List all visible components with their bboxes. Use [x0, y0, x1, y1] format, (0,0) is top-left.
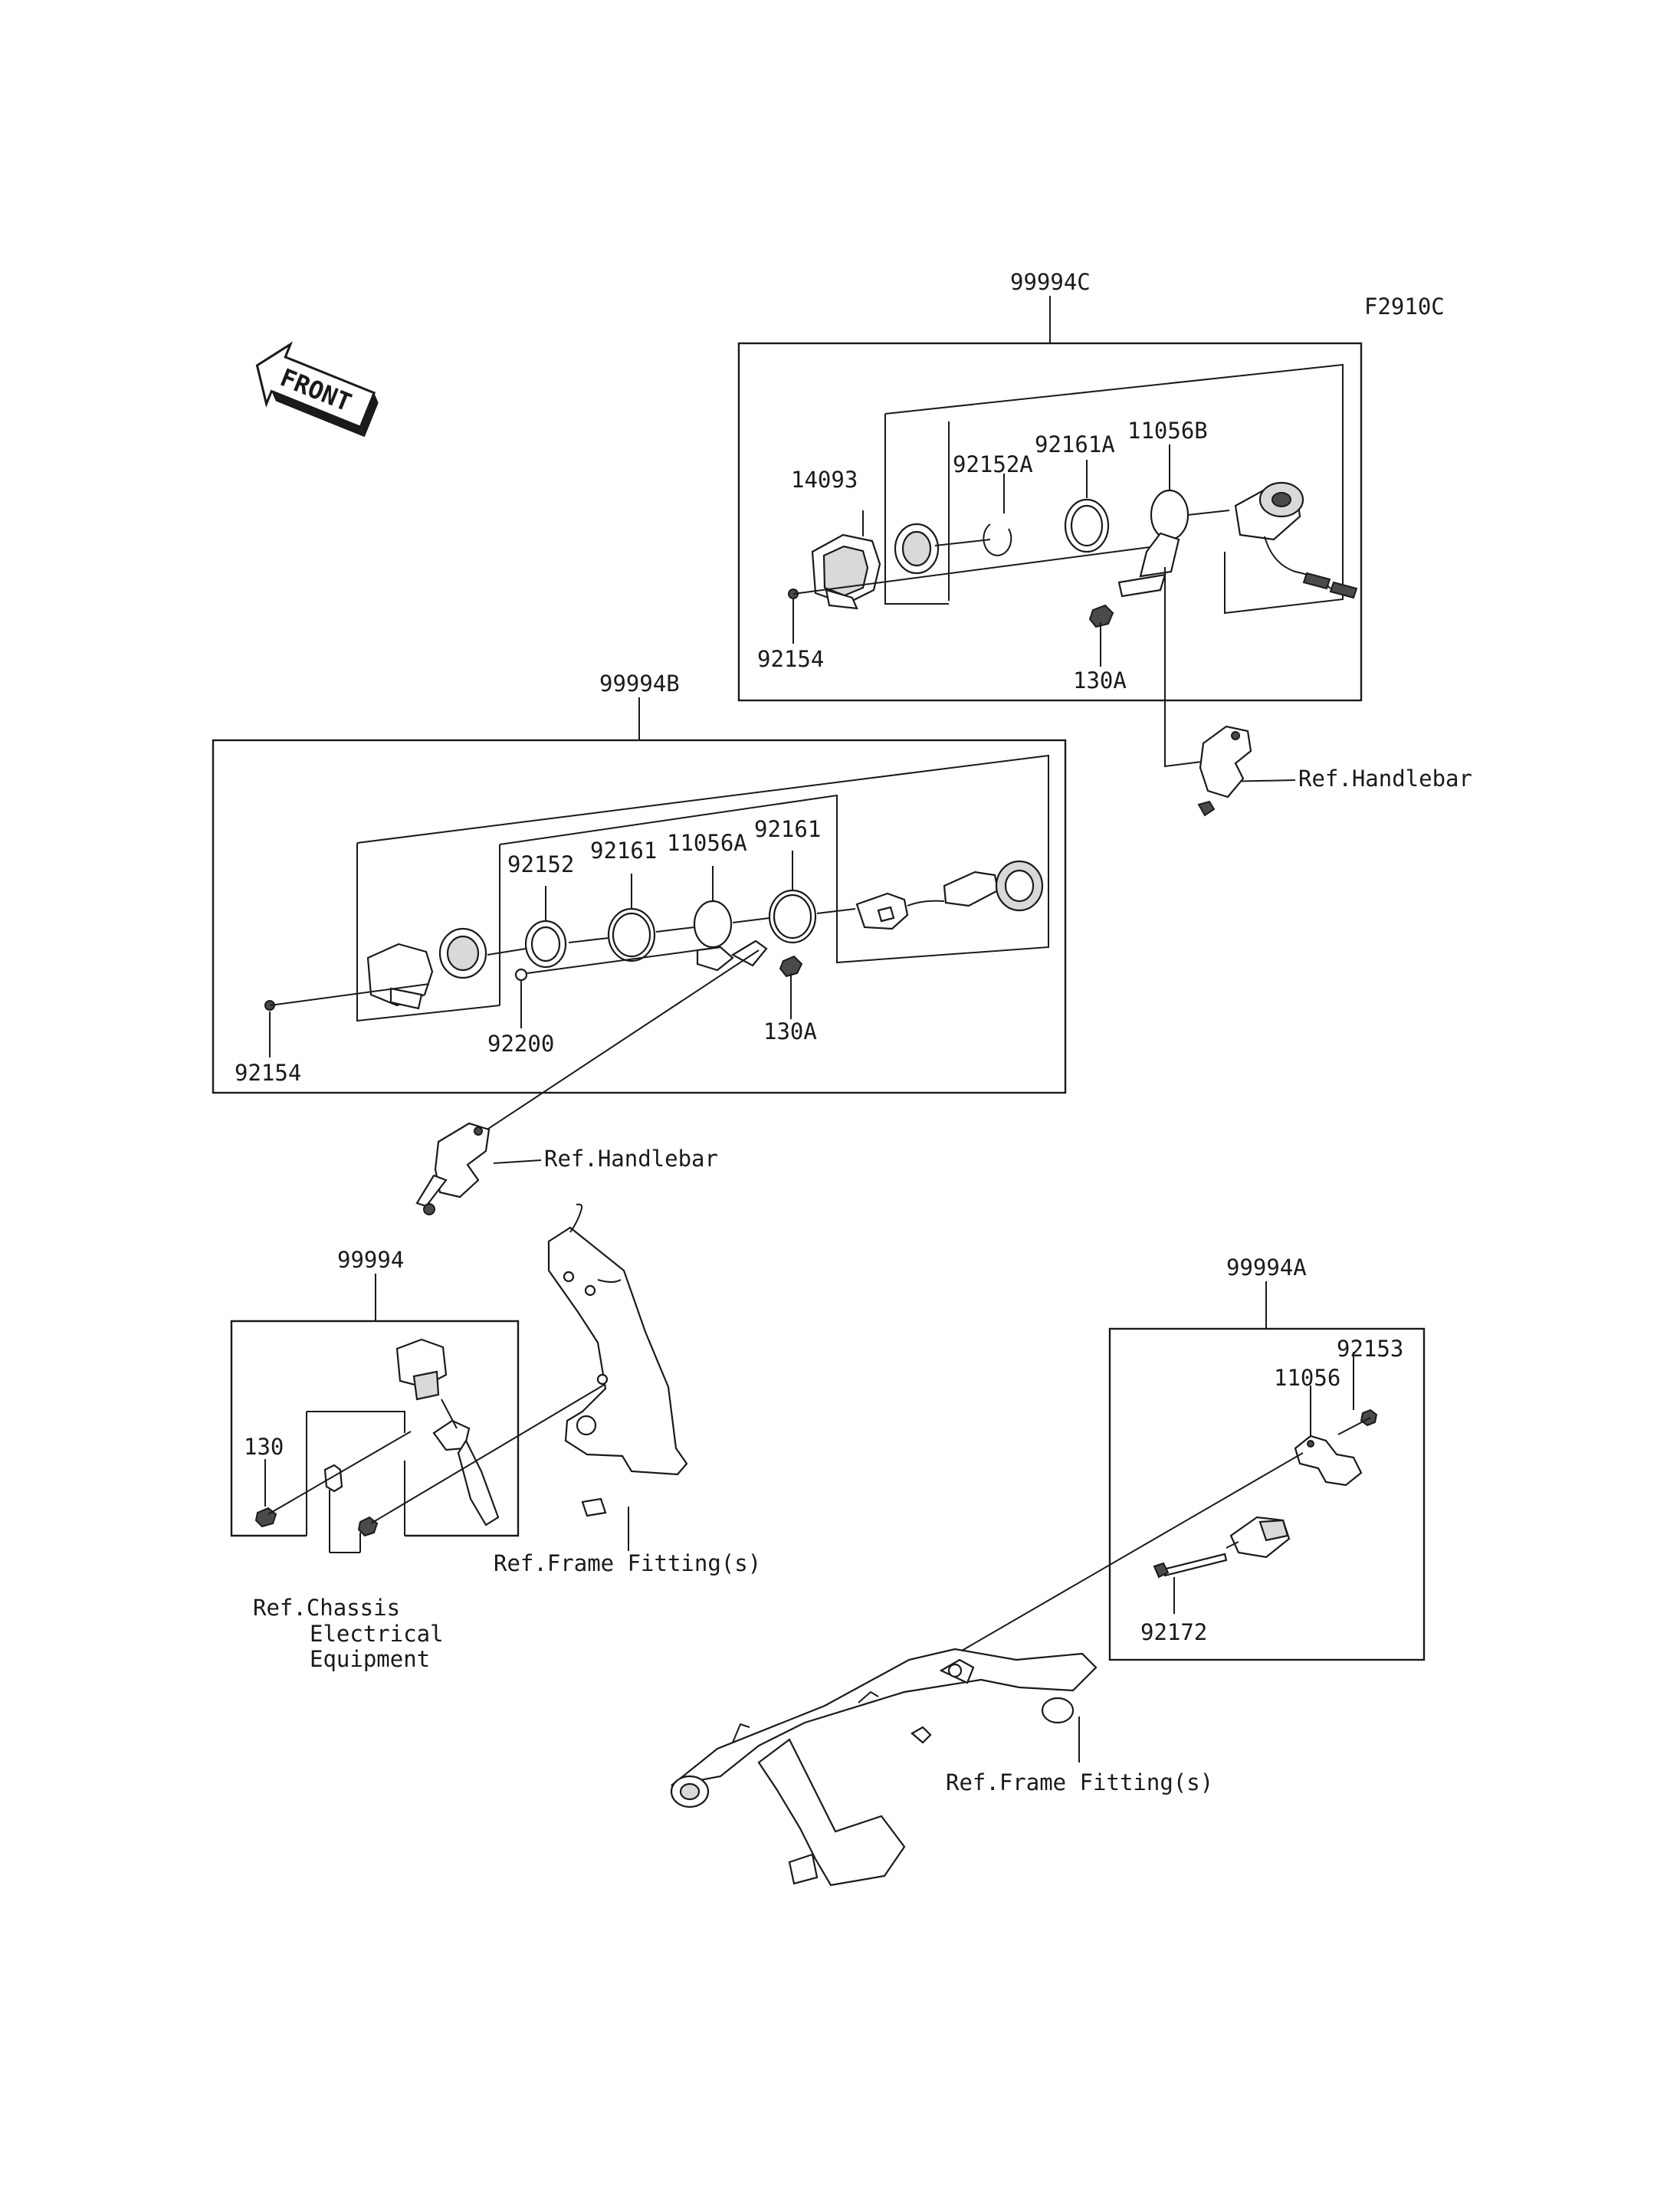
- part-label-11056a: 11056A: [667, 830, 747, 856]
- bracket-11056a: [693, 900, 768, 972]
- group-99994b: 99994B: [212, 671, 1067, 1215]
- frame-fitting-bracket-left: [547, 1203, 688, 1517]
- handlebar-clamp-mid: [415, 1122, 491, 1215]
- group-label-99994a: 99994A: [1226, 1254, 1307, 1280]
- ref-chassis-line2: Electrical: [310, 1621, 444, 1647]
- front-arrow-icon: FRONT: [255, 341, 379, 438]
- ref-frame-fitting-right: Ref.Frame Fitting(s): [946, 1769, 1213, 1795]
- part-label-92161-b: 92161: [754, 816, 821, 842]
- ref-handlebar-mid: Ref.Handlebar: [544, 1146, 718, 1172]
- part-label-92172: 92172: [1140, 1619, 1207, 1645]
- part-label-92161-a: 92161: [590, 838, 657, 864]
- o-ring-92161-b: [768, 889, 817, 944]
- clip-99994: [323, 1464, 343, 1493]
- handlebar-clamp-top: [1197, 725, 1252, 817]
- socket-b: [907, 860, 1044, 912]
- connector-99994a: [1229, 1516, 1291, 1559]
- group-box-99994b: [212, 739, 1067, 1094]
- connector-99994: [395, 1338, 500, 1526]
- part-label-11056: 11056: [1274, 1365, 1340, 1391]
- bolt-99994: [357, 1516, 379, 1537]
- part-label-92153: 92153: [1337, 1336, 1403, 1362]
- part-label-92200: 92200: [487, 1031, 554, 1057]
- frame-fitting-tube-right: [670, 1648, 1098, 1887]
- part-label-11056b: 11056B: [1127, 418, 1208, 444]
- washer-92200: [514, 968, 528, 982]
- socket-assembly: [1234, 481, 1358, 599]
- part-label-92152a: 92152A: [953, 451, 1033, 477]
- ref-handlebar-top: Ref.Handlebar: [1298, 766, 1472, 792]
- group-99994: 99994 130: [230, 1203, 761, 1672]
- o-ring-92161-a: [607, 907, 656, 962]
- group-99994a: 99994A 92153 11056 92172: [670, 1254, 1426, 1887]
- ref-chassis-line3: Equipment: [310, 1646, 430, 1672]
- ring-left-b: [438, 927, 487, 979]
- circlip-92152a: [983, 523, 1012, 556]
- part-label-92154-top: 92154: [757, 646, 824, 672]
- bracket-11056b: [1117, 489, 1189, 598]
- bolt-130a-top: [1088, 604, 1114, 628]
- group-99994c: 99994C: [737, 269, 1472, 817]
- ref-frame-fitting-left: Ref.Frame Fitting(s): [494, 1550, 761, 1576]
- group-label-99994: 99994: [337, 1247, 404, 1273]
- group-box-99994a: [1108, 1327, 1426, 1661]
- bolt-130a-mid: [779, 955, 803, 978]
- switch-housing-14093: [811, 533, 881, 610]
- group-box-99994: [230, 1320, 520, 1537]
- part-label-92152: 92152: [507, 851, 574, 877]
- group-box-99994c: [737, 342, 1363, 702]
- part-label-130: 130: [244, 1434, 284, 1460]
- o-ring-92161a: [1064, 498, 1110, 553]
- bracket-11056: [1294, 1435, 1363, 1487]
- switch-housing-left: [366, 943, 434, 1010]
- part-label-130a-mid: 130A: [763, 1018, 817, 1044]
- part-label-92154-mid: 92154: [235, 1060, 301, 1086]
- group-label-99994c: 99994C: [1010, 269, 1091, 295]
- ring-92152a-left: [894, 523, 940, 575]
- group-label-99994b: 99994B: [599, 671, 680, 697]
- ring-92152: [524, 920, 567, 969]
- part-label-14093: 14093: [791, 467, 858, 493]
- connector-b: [855, 892, 909, 930]
- part-label-130a-top: 130A: [1073, 667, 1127, 694]
- ref-chassis-line1: Ref.Chassis: [253, 1595, 400, 1621]
- part-label-92161a: 92161A: [1035, 431, 1115, 457]
- bolt-92172: [1153, 1553, 1228, 1579]
- diagram-code: F2910C: [1364, 293, 1445, 320]
